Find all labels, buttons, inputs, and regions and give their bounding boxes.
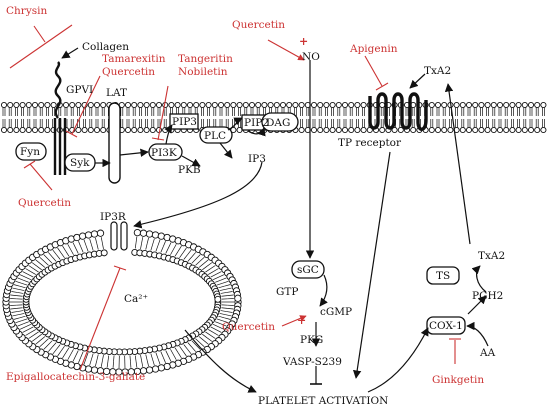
sgc-label: sGC — [297, 264, 319, 276]
pip3-label: PIP3 — [172, 116, 197, 128]
pip2-label: PIP2 — [244, 117, 269, 129]
ca-label: Ca²⁺ — [124, 293, 148, 305]
pi3k-box — [148, 143, 183, 161]
collagen-arrow — [61, 47, 79, 59]
tp-receptor-shape — [368, 92, 428, 131]
quercetin-no-label: Quercetin — [232, 19, 285, 31]
aa-label: AA — [479, 347, 496, 359]
ginkgetin-label: Ginkgetin — [432, 374, 484, 386]
cgmp-label: cGMP — [320, 306, 352, 318]
nobiletin-label: Nobiletin — [178, 66, 228, 78]
syk-label: Syk — [70, 157, 90, 169]
ip3r-label: IP3R — [100, 211, 127, 223]
gpvi-label: GPVI — [66, 84, 93, 96]
fyn-box — [15, 142, 47, 161]
quercetin-fyn-label: Quercetin — [18, 197, 71, 209]
inhibitor-lines — [9, 24, 461, 371]
pathway-arrows — [95, 60, 489, 393]
dag-box — [261, 112, 299, 132]
lat-label: LAT — [106, 87, 127, 99]
gtp-label: GTP — [276, 286, 298, 298]
cox1-box — [426, 316, 466, 335]
vasp-label: VASP-S239 — [282, 356, 342, 368]
dag-label: DAG — [266, 117, 290, 129]
no-label: NO — [302, 51, 320, 63]
ts-label: TS — [436, 270, 450, 282]
plus-pkg: + — [297, 314, 306, 327]
platelet-activation-label: PLATELET ACTIVATION — [258, 395, 388, 407]
gpvi-receptor — [53, 61, 67, 175]
plc-label: PLC — [204, 130, 226, 142]
plc-box — [199, 126, 233, 144]
fyn-label: Fyn — [20, 146, 40, 158]
pgh2-label: PGH2 — [472, 290, 503, 302]
pi3k-label: PI3K — [151, 147, 177, 159]
ip3r-channel — [110, 221, 128, 251]
plus-no: + — [299, 35, 308, 48]
tangeritin-label: Tangeritin — [178, 53, 233, 65]
sgc-box — [291, 260, 325, 279]
egcg-label: Epigallocatechin-3-gallate — [6, 371, 145, 383]
apigenin-label: Apigenin — [349, 43, 398, 55]
collagen-label: Collagen — [82, 41, 129, 53]
pip3-box — [169, 113, 199, 130]
ts-box — [426, 266, 460, 285]
pkb-label: PKB — [178, 164, 201, 176]
tp-receptor-label: TP receptor — [338, 137, 402, 149]
ip3-label: IP3 — [248, 153, 266, 165]
quercetin-pkg-label: Quercetin — [222, 321, 275, 333]
txa2-top-label: TxA2 — [424, 65, 451, 77]
txa2-bottom-label: TxA2 — [478, 250, 505, 262]
pkg-label: PKG — [300, 334, 323, 346]
quercetin-gpvi-label: Quercetin — [102, 66, 155, 78]
lat-receptor — [108, 102, 121, 184]
chrysin-label: Chrysin — [6, 5, 47, 17]
tamarexitin-label: Tamarexitin — [102, 53, 166, 65]
cox1-label: COX-1 — [429, 320, 463, 332]
